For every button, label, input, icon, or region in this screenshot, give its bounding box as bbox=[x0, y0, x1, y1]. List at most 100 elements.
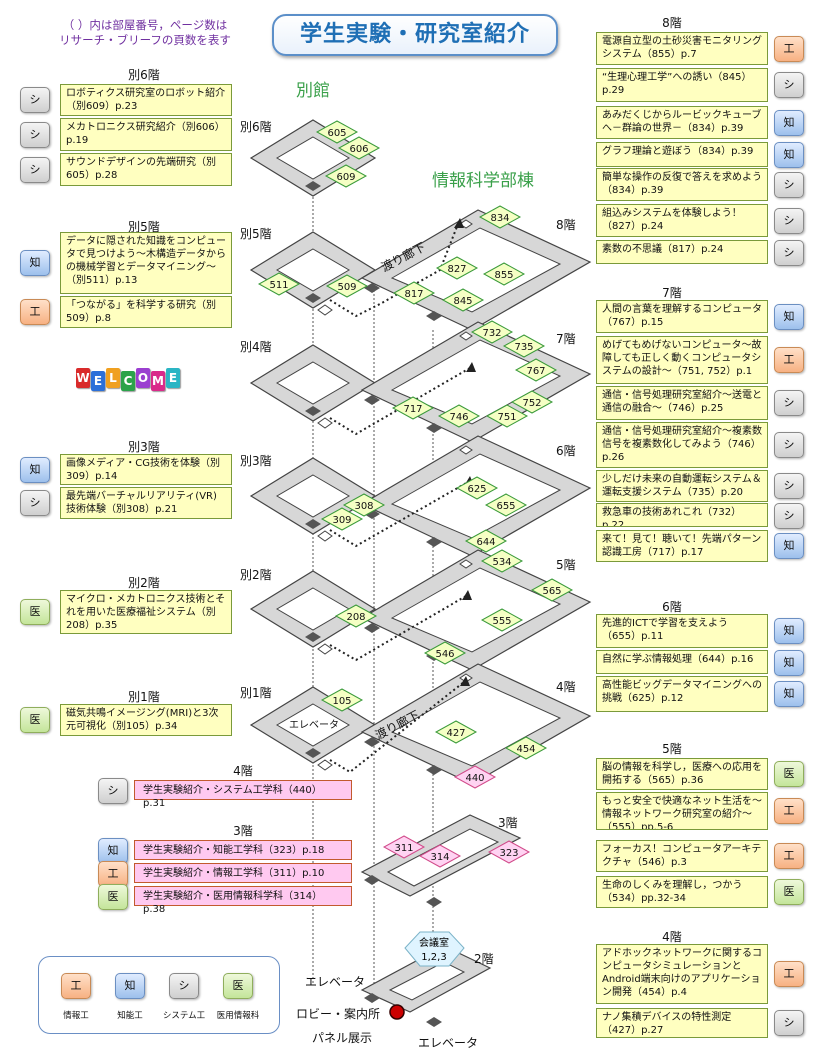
room-number: 309 bbox=[332, 515, 351, 526]
room-tag bbox=[502, 334, 546, 358]
room-tag bbox=[482, 262, 526, 286]
lab-card: メカトロニクス研究紹介（別606）p.19 bbox=[60, 118, 232, 151]
lobby-marker bbox=[389, 1004, 405, 1020]
annex-stair bbox=[305, 181, 321, 191]
department-badge: シ bbox=[774, 473, 804, 499]
main-stair bbox=[426, 897, 442, 907]
room-number: 834 bbox=[490, 213, 509, 224]
meeting-room-numbers: 1,2,3 bbox=[421, 952, 446, 963]
lab-card: 電源自立型の土砂災害モニタリングシステム（855）p.7 bbox=[596, 32, 768, 65]
lab-card: あみだくじからルービックキューブへ－群論の世界－（834）p.39 bbox=[596, 106, 768, 139]
department-badge: 医 bbox=[774, 761, 804, 787]
department-badge: シ bbox=[774, 390, 804, 416]
welcome-letter: O bbox=[136, 368, 150, 388]
annex-stair bbox=[305, 519, 321, 529]
annex-courtyard bbox=[276, 361, 350, 405]
lab-card: 素数の不思議（817）p.24 bbox=[596, 240, 768, 264]
room-number: 827 bbox=[447, 264, 466, 275]
lab-card: 磁気共鳴イメージング(MRI)と3次元可視化（別105）p.34 bbox=[60, 704, 232, 736]
room-tag bbox=[453, 765, 497, 789]
walkway-path bbox=[329, 681, 465, 774]
room-tag bbox=[437, 404, 481, 428]
department-badge: シ bbox=[774, 503, 804, 529]
department-badge: 知 bbox=[774, 142, 804, 168]
lab-card: ナノ集積デバイスの特性測定（427）p.27 bbox=[596, 1008, 768, 1038]
section-title: 3階 bbox=[233, 824, 253, 838]
room-number: 644 bbox=[476, 537, 495, 548]
department-badge: 医 bbox=[20, 707, 50, 733]
experiment-card: 学生実験紹介・情報工学科（311）p.10 bbox=[134, 863, 352, 883]
department-badge: シ bbox=[774, 171, 804, 198]
room-tag bbox=[510, 390, 554, 414]
walkway-arrow bbox=[454, 218, 464, 228]
room-number: 751 bbox=[497, 412, 516, 423]
walkway-arrow bbox=[462, 590, 472, 600]
room-tag bbox=[484, 493, 528, 517]
annex-stair bbox=[305, 632, 321, 642]
elevator-label: エレベータ bbox=[305, 975, 365, 989]
room-tag bbox=[325, 274, 369, 298]
main-stair bbox=[364, 993, 380, 1003]
walkway-path bbox=[329, 481, 469, 548]
department-badge: 工 bbox=[774, 798, 804, 824]
annex-courtyard bbox=[276, 136, 350, 180]
main-exit bbox=[459, 331, 473, 341]
room-number: 845 bbox=[453, 296, 472, 307]
annex-floor-label: 別4階 bbox=[240, 340, 272, 354]
department-badge: シ bbox=[20, 121, 50, 148]
room-tag bbox=[514, 358, 558, 382]
room-number: 605 bbox=[327, 128, 346, 139]
room-number: 817 bbox=[404, 289, 423, 300]
room-number: 752 bbox=[522, 398, 541, 409]
section-title: 別6階 bbox=[128, 68, 160, 82]
room-tag bbox=[315, 120, 359, 144]
room-tag bbox=[391, 396, 435, 420]
department-badge: 医 bbox=[98, 884, 128, 910]
legend-label: 知能工 bbox=[117, 1011, 143, 1021]
annex-floor-label: 別2階 bbox=[240, 568, 272, 582]
department-badge: 知 bbox=[774, 650, 804, 676]
room-number: 427 bbox=[446, 728, 465, 739]
main-stair bbox=[364, 395, 380, 405]
welcome-letter: E bbox=[91, 371, 105, 391]
department-badge: シ bbox=[20, 87, 50, 113]
room-number: 625 bbox=[467, 484, 486, 495]
lab-card: 人間の言葉を理解するコンピュータ（767）p.15 bbox=[596, 300, 768, 333]
lab-card: 最先端バーチャルリアリティ(VR)技術体験（別308）p.21 bbox=[60, 487, 232, 519]
main-stair bbox=[426, 1017, 442, 1027]
room-number: 454 bbox=[516, 744, 535, 755]
main-stair bbox=[364, 623, 380, 633]
legend-note: （ ）内は部屋番号，ページ数は リサーチ・ブリーフの頁数を表す bbox=[59, 18, 231, 47]
lab-card: 通信・信号処理研究室紹介～送電と通信の融合～（746）p.25 bbox=[596, 386, 768, 420]
lab-card: 生命のしくみを理解し，つかう（534）pp.32-34 bbox=[596, 876, 768, 908]
lab-card: “生理心理工学”への誘い（845）p.29 bbox=[596, 68, 768, 102]
lab-card: 通信・信号処理研究室紹介～複素数信号を複素数化してみよう（746）p.26 bbox=[596, 422, 768, 468]
department-badge: シ bbox=[774, 432, 804, 458]
department-legend: 工情報工知知能工シシステム工医医用情報科 bbox=[38, 956, 280, 1034]
section-title: 4階 bbox=[233, 764, 253, 778]
room-tag bbox=[455, 476, 499, 500]
section-title: 別2階 bbox=[128, 576, 160, 590]
annex-exit bbox=[317, 643, 333, 655]
lab-card: 自然に学ぶ情報処理（644）p.16 bbox=[596, 650, 768, 674]
walkway-arrow bbox=[460, 676, 470, 686]
room-number: 208 bbox=[346, 612, 365, 623]
room-number: 735 bbox=[514, 342, 533, 353]
room-tag bbox=[478, 205, 522, 229]
main-floor-label: 6階 bbox=[556, 444, 576, 458]
lab-card: 救急車の技術あれこれ（732）p.22 bbox=[596, 503, 768, 527]
room-tag bbox=[441, 288, 485, 312]
annex-exit bbox=[317, 304, 333, 316]
room-tag bbox=[470, 320, 514, 344]
lab-card: グラフ理論と遊ぼう（834）p.39 bbox=[596, 142, 768, 167]
room-number: 655 bbox=[496, 501, 515, 512]
main-stair bbox=[364, 283, 380, 293]
main-stair bbox=[426, 537, 442, 547]
room-number: 609 bbox=[336, 172, 355, 183]
main-floor-inner bbox=[390, 681, 562, 767]
meeting-room-shape bbox=[404, 931, 465, 967]
main-building-label: 情報科学部棟 bbox=[432, 171, 534, 191]
welcome-letter: E bbox=[166, 368, 180, 388]
walkway-path bbox=[329, 595, 467, 662]
